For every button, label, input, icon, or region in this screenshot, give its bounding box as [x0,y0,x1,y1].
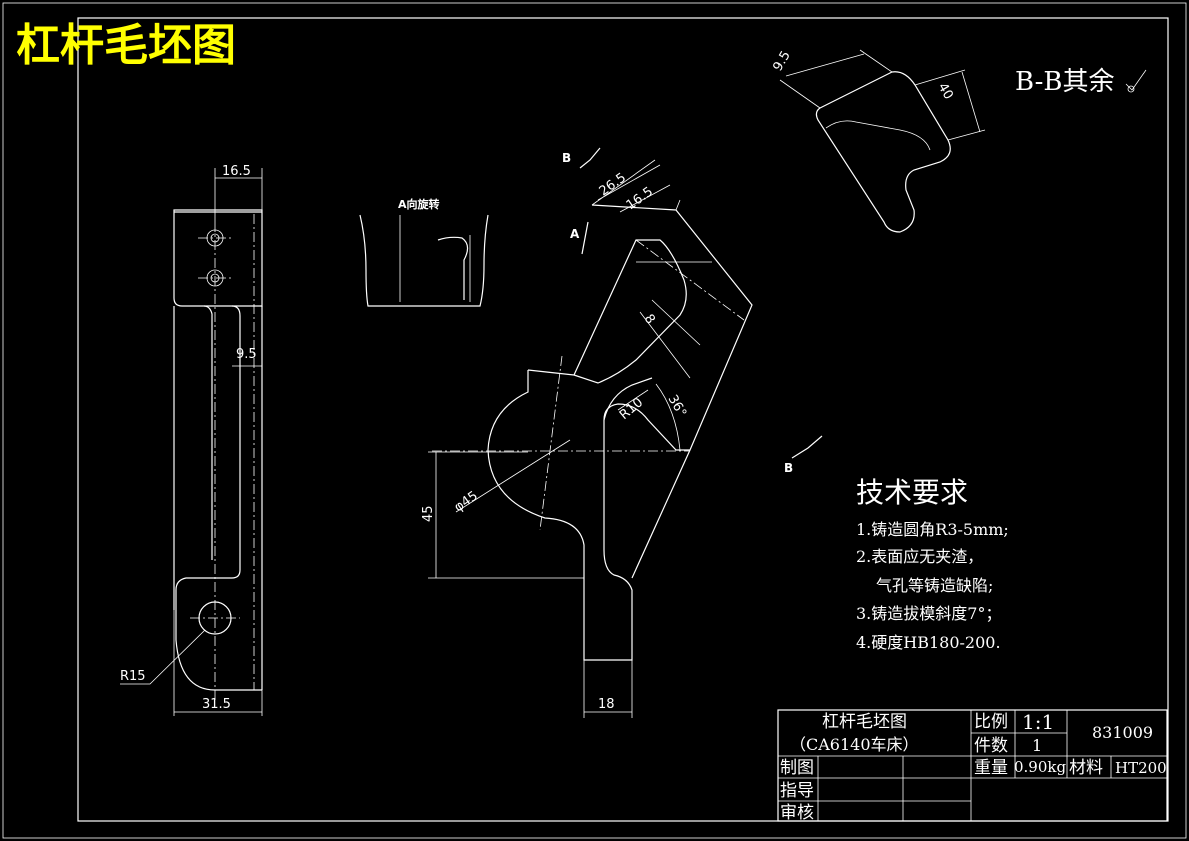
tech-item-3: 气孔等铸造缺陷; [876,576,993,595]
dim-18: 18 [598,697,615,712]
section-b-bottom: B [784,461,793,475]
dim-phi45: φ45 [452,489,481,516]
tech-item-1: 1.铸造圆角R3-5mm; [856,520,1009,539]
tb-material-value: HT200 [1115,759,1167,777]
arrow-a-label: A [570,227,580,241]
dim-45: 45 [421,505,436,522]
tb-scale-value: 1:1 [1022,710,1054,734]
a-view-label: A向旋转 [398,197,440,211]
dim-r10: R10 [617,395,646,423]
title-block: 杠杆毛坯图 （CA6140车床） 比例 1:1 件数 1 831009 重量 0… [777,709,1168,823]
tb-weight-label: 重量 [974,758,1008,778]
tech-item-4: 3.铸造拔模斜度7°； [856,604,1001,623]
tech-item-2: 2.表面应无夹渣， [856,547,983,566]
dim-26-5: 26.5 [597,170,629,199]
tech-requirements: 技术要求 1.铸造圆角R3-5mm; 2.表面应无夹渣， 气孔等铸造缺陷; 3.… [856,476,1009,652]
left-view: 16.5 9.5 R15 31.5 [120,164,263,716]
dim-16-5-left: 16.5 [222,164,251,179]
dim-9-5-left: 9.5 [236,347,257,362]
main-view: B B A φ45 45 18 26.5 16.5 8 [421,147,823,718]
dim-r15: R15 [120,669,146,684]
dim-31-5: 31.5 [202,697,231,712]
tb-review: 审核 [780,803,814,823]
section-b-view: 9.5 40 B-B其余 [770,49,1147,233]
tech-heading: 技术要求 [856,476,968,509]
tb-name: 杠杆毛坯图 [822,712,907,732]
tb-weight-value: 0.90kg [1014,758,1066,776]
drawing-title: 杠杆毛坯图 [16,20,236,71]
tb-guide: 指导 [780,781,814,801]
tb-drawing-no: 831009 [1092,723,1153,742]
dim-36deg: 36° [665,393,690,420]
tech-item-5: 4.硬度HB180-200. [856,633,1001,652]
dim-40: 40 [935,81,956,103]
dim-9-5-right: 9.5 [770,49,793,74]
tb-scale-label: 比例 [974,712,1008,732]
inner-frame [77,17,1169,822]
tb-count-value: 1 [1032,736,1042,755]
a-view: A向旋转 [359,197,489,307]
tb-drawn: 制图 [780,758,814,778]
tb-material-label: 材料 [1069,758,1103,778]
section-b-label: B-B其余 [1015,67,1114,97]
tb-sub: （CA6140车床） [790,735,919,754]
tb-count-label: 件数 [974,736,1008,756]
section-b-top: B [562,151,571,165]
